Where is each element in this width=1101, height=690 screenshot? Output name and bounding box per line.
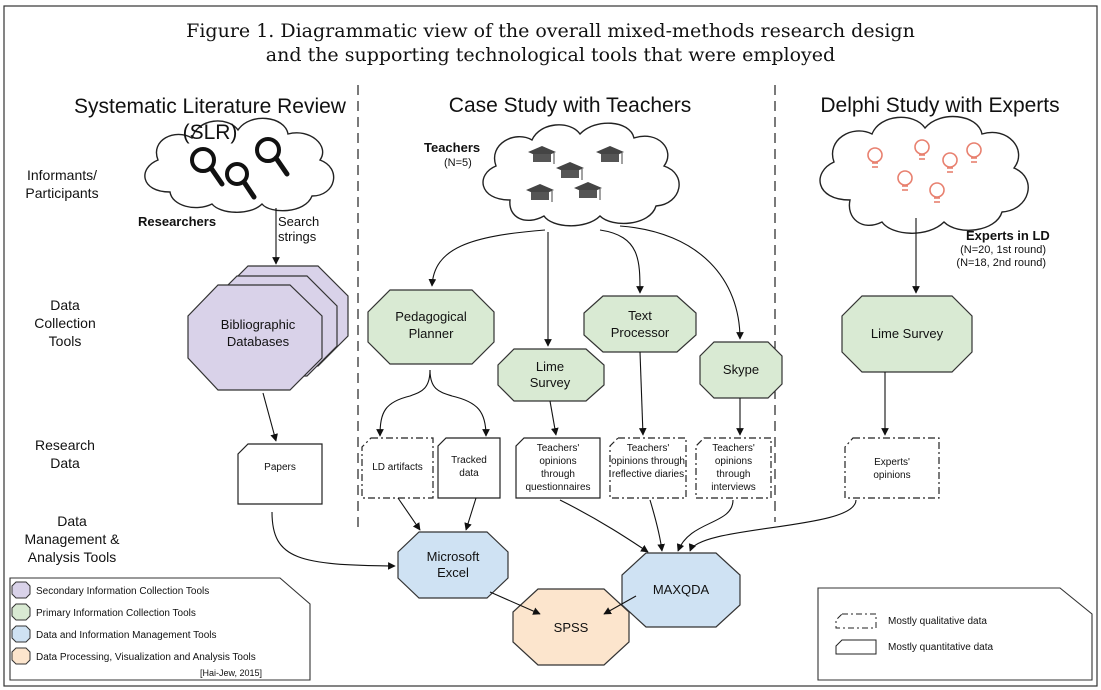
- diary-opinions-document: [609, 437, 687, 499]
- magnifier-icon: [255, 137, 290, 177]
- citation-label: [Hai-Jew, 2015]: [200, 668, 263, 678]
- lime-survey-case-shape: [497, 348, 605, 402]
- legend-quantitative-label: Mostly quantitative data: [888, 642, 994, 653]
- graduation-cap-icon: [528, 146, 556, 164]
- experts-opinions-document: [844, 437, 940, 499]
- magnifier-icon: [225, 162, 257, 200]
- figure-title-line-2: and the supporting technological tools t…: [265, 44, 836, 66]
- skype-shape: [699, 341, 783, 399]
- papers-document: [237, 443, 323, 505]
- papers-label: Papers: [264, 462, 296, 473]
- bibliographic-databases-shape: [187, 265, 349, 391]
- teachers-cloud: [482, 122, 680, 227]
- ld-artifacts-label: LD artifacts: [372, 462, 423, 473]
- questionnaire-opinions-document: [515, 437, 601, 499]
- pedagogical-planner-shape: [367, 289, 495, 365]
- interview-opinions-document: [695, 437, 772, 499]
- graduation-cap-icon: [574, 182, 602, 200]
- legend-primary-label: Primary Information Collection Tools: [36, 608, 196, 619]
- teachers-label: Teachers: [424, 140, 481, 155]
- lime-survey-delphi-shape: [841, 295, 973, 373]
- text-processor-shape: [583, 295, 697, 353]
- legend-secondary-label: Secondary Information Collection Tools: [36, 586, 210, 597]
- experts-opinions-label: Experts'opinions: [873, 457, 911, 481]
- graduation-cap-icon: [556, 162, 584, 180]
- row-label-informants: Informants/Participants: [25, 167, 99, 201]
- figure-title-line-1: Figure 1. Diagrammatic view of the overa…: [186, 20, 915, 42]
- legend-right: [817, 587, 1093, 681]
- connectors: [262, 208, 920, 615]
- legend-left: [9, 577, 311, 681]
- graduation-cap-icon: [596, 146, 624, 164]
- magnifier-icon: [190, 147, 225, 187]
- column-heading-case-study: Case Study with Teachers: [448, 94, 692, 117]
- researchers-label: Researchers: [138, 214, 217, 229]
- ld-artifacts-document: [361, 437, 434, 499]
- spss-label: SPSS: [553, 620, 589, 635]
- lightbulb-icon: [867, 139, 982, 203]
- legend-qualitative-label: Mostly qualitative data: [888, 616, 987, 627]
- maxqda-label: MAXQDA: [652, 582, 710, 597]
- legend-management-label: Data and Information Management Tools: [36, 630, 217, 641]
- column-heading-delphi: Delphi Study with Experts: [820, 94, 1060, 117]
- experts-cloud: [819, 115, 1029, 234]
- skype-label: Skype: [722, 362, 760, 377]
- maxqda-shape: [621, 552, 741, 628]
- graduation-cap-icon: [526, 184, 554, 202]
- legend-processing-label: Data Processing, Visualization and Analy…: [36, 652, 256, 663]
- microsoft-excel-shape: [397, 531, 509, 599]
- experts-label: Experts in LD: [966, 228, 1050, 243]
- tracked-data-document: [437, 437, 501, 499]
- lime-survey-delphi-label: Lime Survey: [870, 326, 944, 341]
- teachers-count: (N=5): [444, 157, 472, 169]
- column-heading-slr: Systematic Literature Review (SLR): [74, 95, 346, 144]
- spss-shape: [512, 588, 630, 666]
- experts-count: (N=20, 1st round)(N=18, 2nd round): [956, 244, 1046, 269]
